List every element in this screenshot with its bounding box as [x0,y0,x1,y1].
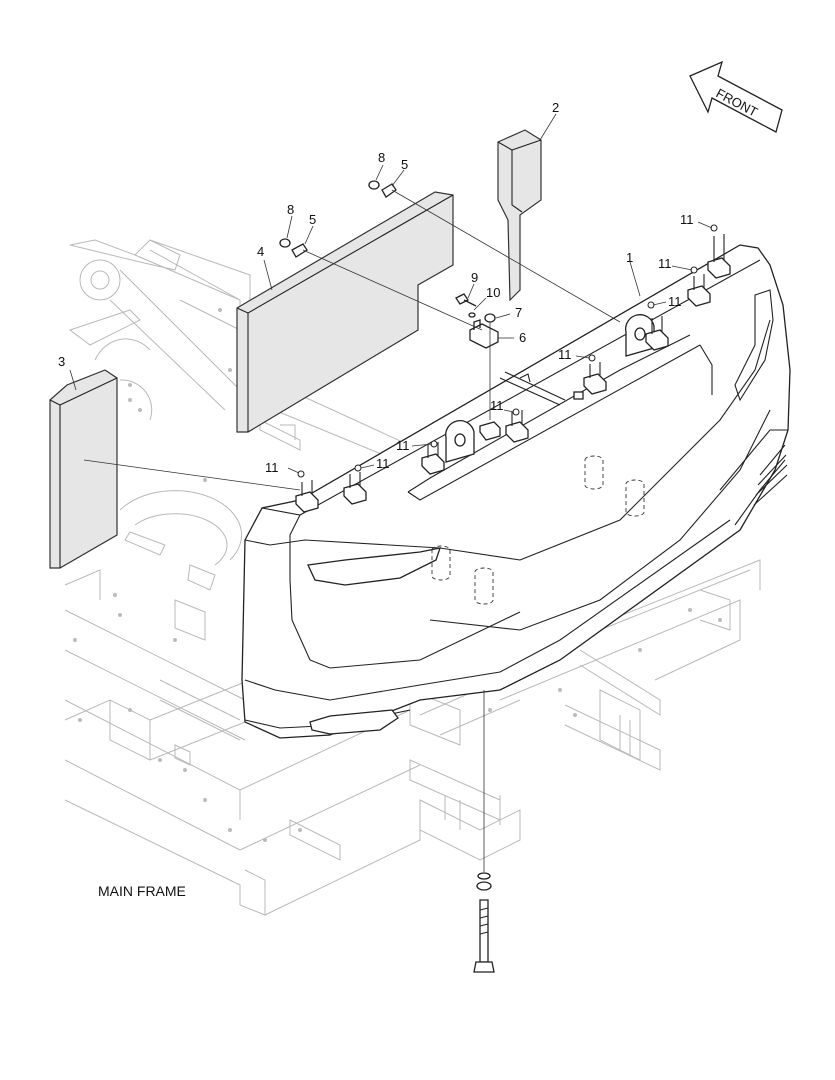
callout-11-h: 11 [680,212,694,227]
mounting-bolt-stack [473,872,495,973]
callout-5-lower: 5 [309,212,316,227]
bracket-11-b [343,472,367,505]
main-frame-label: MAIN FRAME [98,883,186,899]
callout-9: 9 [471,270,478,285]
callout-11-c: 11 [396,438,410,453]
callout-11-a: 11 [265,460,279,475]
callout-7: 7 [515,305,522,320]
main-frame-ghost [64,239,761,916]
callout-11-f: 11 [668,294,682,309]
callout-11-e: 11 [558,347,572,362]
bracket-11-d [505,410,529,443]
part-1-counterweight [241,244,791,739]
bracket-11-e [479,421,501,441]
callout-2: 2 [552,100,559,115]
callout-11-b: 11 [376,456,390,471]
callout-8-lower: 8 [287,202,294,217]
part-8-nut-upper [368,180,380,190]
hidden-lift-holes [431,455,645,605]
part-7-nut [484,313,496,323]
part-10-washer [468,312,476,318]
callout-5-upper: 5 [401,157,408,172]
part-8-nut-lower [279,238,291,248]
part-5-washer-lower [291,243,308,258]
callout-labels: 1 2 3 4 5 5 6 7 8 8 9 10 11 11 11 11 11 … [58,100,694,475]
part-9-bolt [455,293,477,307]
bracket-11-h [687,274,711,307]
callout-4: 4 [257,244,264,259]
bracket-11-c [421,442,445,475]
part-4-top-plate [236,191,454,433]
bracket-11-a [295,480,319,513]
part-2-filler-plate [497,129,542,302]
part-6-bracket [469,319,499,349]
callout-8-upper: 8 [378,150,385,165]
lifting-eye-right [625,314,655,357]
callout-6: 6 [519,330,526,345]
front-direction-arrow: FRONT [689,60,783,133]
bracket-11-f [583,362,607,395]
callout-1: 1 [626,250,633,265]
callout-3: 3 [58,354,65,369]
callout-11-d: 11 [490,398,504,413]
part-3-side-plate [49,369,118,569]
part-11-brackets [295,224,731,513]
lifting-eye-left [445,420,475,463]
part-5-washer-upper [381,183,397,198]
hardware-parts [279,180,499,973]
callout-11-g: 11 [658,256,672,271]
bracket-11-i [707,234,731,279]
callout-10: 10 [486,285,500,300]
leader-lines [69,113,713,872]
bracket-11-g [645,316,669,351]
